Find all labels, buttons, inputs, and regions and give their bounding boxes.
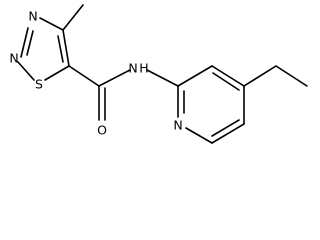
bond-carbonyl-nh (98, 69, 131, 87)
atom-n-pyridine: N (173, 118, 182, 133)
molecule-structure: N N S N H O N (9, 4, 308, 144)
atom-n-amide: N (128, 61, 137, 76)
bond-c6-npy (185, 127, 213, 144)
bond-c5-carbonyl (68, 65, 100, 87)
bond-methyl (62, 4, 84, 31)
bond-c4-c5-outer (62, 29, 70, 67)
bond-ethyl-ch3 (275, 65, 308, 87)
atom-n-left: N (9, 51, 18, 66)
bond-c3-c4 (211, 65, 245, 87)
atom-n-top: N (28, 9, 37, 24)
bond-n-s (17, 61, 35, 81)
bond-c2-c3 (177, 65, 213, 87)
atom-h-amide: H (139, 61, 148, 76)
bond-s-c5 (44, 65, 70, 81)
bond-c5-c6 (211, 123, 245, 144)
atom-s-ring: S (35, 77, 43, 92)
bonds (17, 4, 308, 144)
atom-labels: N N S N H O N (9, 9, 182, 138)
bond-n-c4 (39, 17, 64, 31)
bond-c4-c5-inner (57, 35, 64, 63)
bond-n-n-inner (26, 30, 34, 56)
bond-nh-c2 (146, 69, 179, 87)
bond-c3-c4-inner (212, 72, 240, 91)
bond-n-n-outer (20, 27, 29, 58)
bond-c5-c6-inner (211, 119, 240, 137)
bond-ethyl-ch2 (243, 65, 277, 87)
atom-o-carbonyl: O (97, 123, 107, 138)
